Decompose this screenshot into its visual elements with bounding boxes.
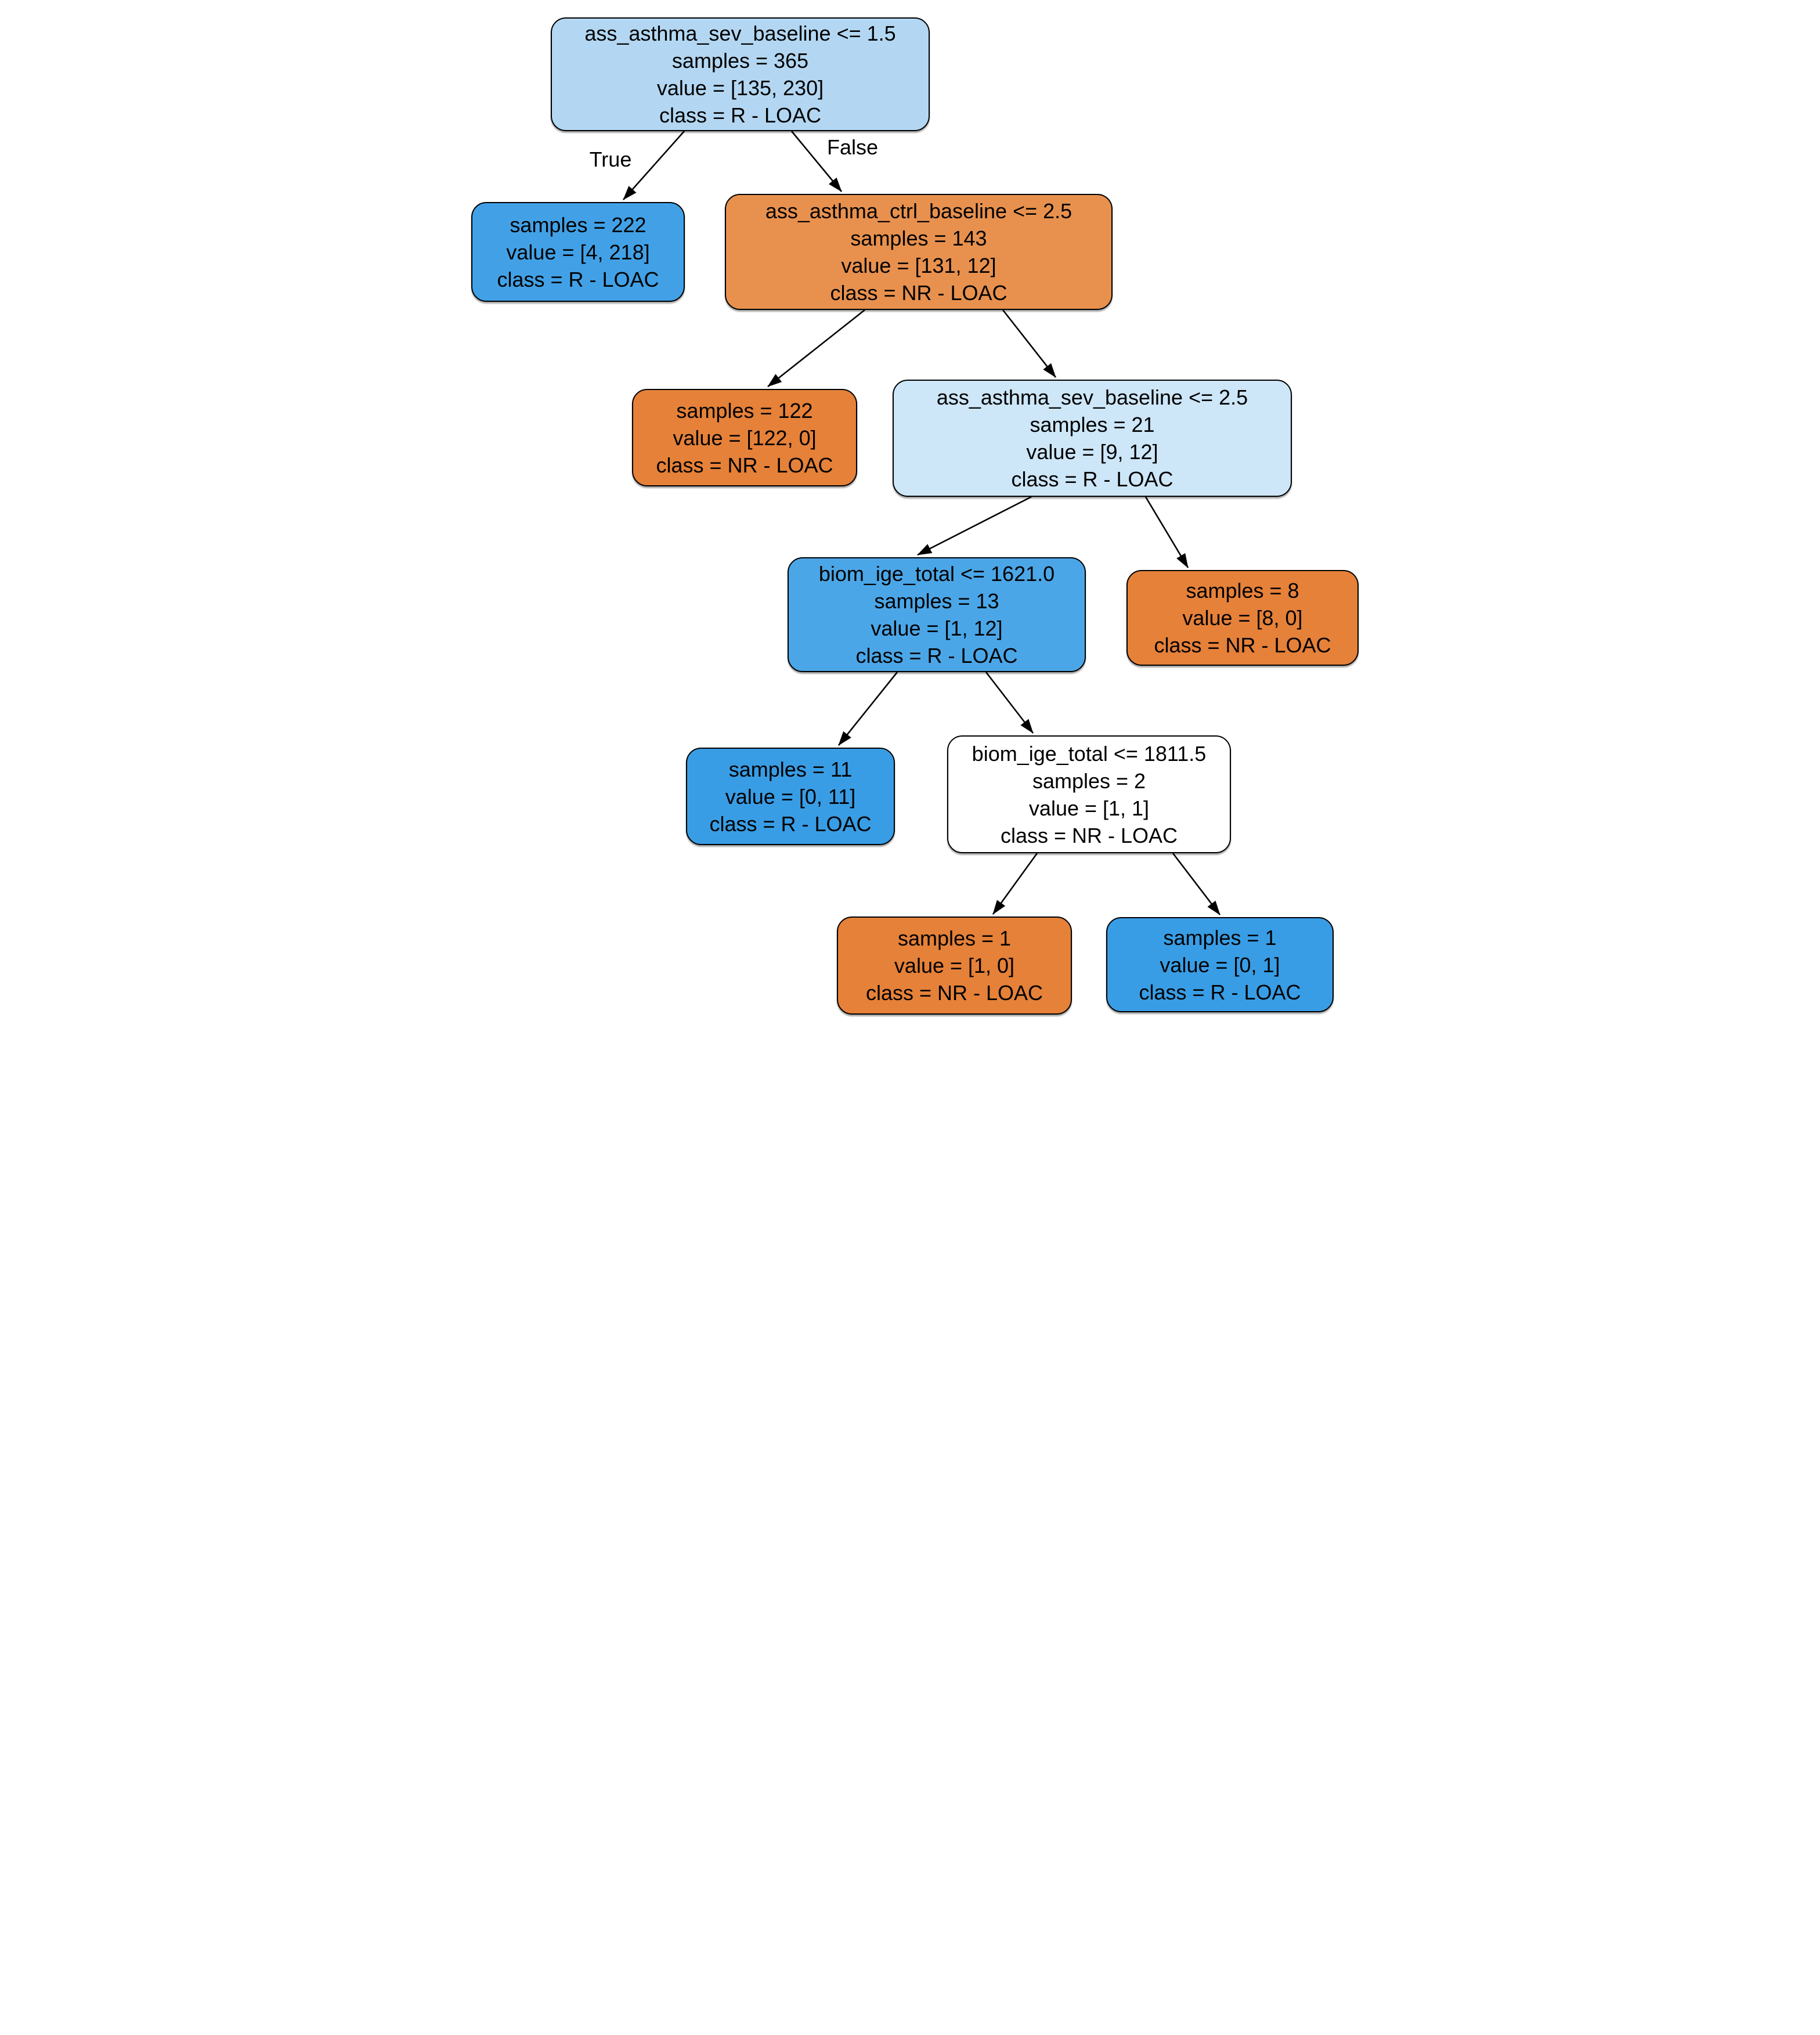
node-samples: samples = 143 [850, 226, 987, 250]
decision-tree-diagram: ass_asthma_sev_baseline <= 1.5 samples =… [455, 0, 1365, 1017]
tree-node-leaf-samples-11: samples = 11 value = [0, 11] class = R -… [686, 748, 895, 845]
node-class: class = R - LOAC [1011, 467, 1173, 491]
node-value: value = [1, 12] [871, 616, 1003, 640]
tree-node-split-sev-baseline-2: ass_asthma_sev_baseline <= 2.5 samples =… [893, 380, 1292, 497]
node-samples: samples = 11 [728, 757, 853, 781]
node-class: class = R - LOAC [1139, 980, 1301, 1004]
tree-node-root: ass_asthma_sev_baseline <= 1.5 samples =… [551, 17, 930, 131]
node-value: value = [0, 1] [1160, 952, 1280, 977]
edge-label-true: True [589, 147, 632, 171]
edge-ige1811-right [1172, 853, 1221, 915]
node-condition: biom_ige_total <= 1621.0 [818, 562, 1055, 586]
tree-node-leaf-samples-1-r: samples = 1 value = [0, 1] class = R - L… [1106, 917, 1334, 1012]
node-value: value = [135, 230] [656, 76, 824, 100]
tree-node-leaf-samples-222: samples = 222 value = [4, 218] class = R… [471, 202, 685, 302]
node-samples: samples = 8 [1186, 579, 1299, 602]
node-class: class = NR - LOAC [1154, 633, 1331, 657]
node-samples: samples = 2 [1032, 768, 1146, 793]
node-condition: ass_asthma_sev_baseline <= 1.5 [584, 21, 896, 45]
node-condition: biom_ige_total <= 1811.5 [972, 741, 1207, 766]
node-samples: samples = 222 [510, 212, 647, 237]
node-class: class = R - LOAC [709, 811, 872, 836]
edge-sev2-left [917, 496, 1032, 556]
node-class: class = NR - LOAC [1000, 823, 1178, 847]
node-class: class = R - LOAC [659, 103, 822, 127]
node-samples: samples = 21 [1030, 413, 1155, 436]
node-value: value = [122, 0] [673, 425, 817, 450]
tree-node-split-ige-1811: biom_ige_total <= 1811.5 samples = 2 val… [947, 735, 1231, 853]
node-class: class = NR - LOAC [830, 281, 1008, 305]
node-value: value = [9, 12] [1026, 440, 1158, 464]
node-samples: samples = 122 [676, 398, 813, 423]
node-condition: ass_asthma_sev_baseline <= 2.5 [936, 385, 1248, 409]
edge-ctrl-right [1002, 309, 1057, 378]
node-value: value = [131, 12] [841, 254, 996, 277]
tree-node-split-ige-1621: biom_ige_total <= 1621.0 samples = 13 va… [788, 557, 1086, 672]
node-condition: ass_asthma_ctrl_baseline <= 2.5 [765, 199, 1072, 223]
edge-label-false: False [826, 135, 879, 159]
node-samples: samples = 365 [671, 49, 809, 73]
node-value: value = [8, 0] [1182, 606, 1303, 630]
tree-node-split-ctrl-baseline: ass_asthma_ctrl_baseline <= 2.5 samples … [725, 194, 1113, 310]
node-class: class = NR - LOAC [865, 981, 1043, 1005]
node-samples: samples = 1 [1163, 925, 1277, 950]
edge-ige1621-right [985, 672, 1034, 734]
node-class: class = R - LOAC [497, 267, 659, 291]
node-value: value = [4, 218] [506, 240, 650, 264]
node-samples: samples = 13 [874, 589, 999, 613]
node-value: value = [1, 1] [1028, 796, 1150, 820]
tree-node-leaf-samples-122: samples = 122 value = [122, 0] class = N… [632, 389, 857, 486]
tree-node-leaf-samples-8: samples = 8 value = [8, 0] class = NR - … [1126, 570, 1359, 666]
node-class: class = R - LOAC [855, 644, 1018, 667]
node-value: value = [1, 0] [894, 954, 1015, 977]
edge-ige1621-left [837, 672, 898, 746]
edge-sev2-right [1144, 496, 1189, 568]
node-class: class = NR - LOAC [656, 453, 833, 477]
node-value: value = [0, 11] [725, 784, 856, 809]
tree-node-leaf-samples-1-nr: samples = 1 value = [1, 0] class = NR - … [837, 917, 1072, 1015]
node-samples: samples = 1 [897, 926, 1012, 950]
edge-ige1811-left [992, 853, 1038, 915]
edge-ctrl-left [767, 309, 865, 388]
